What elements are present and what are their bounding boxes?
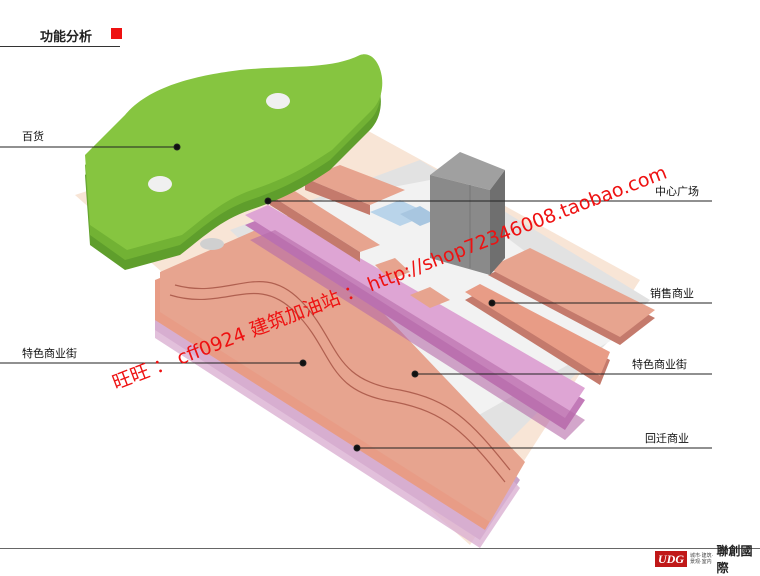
label-department-store: 百货 — [22, 130, 44, 143]
label-relocation-commercial: 回迁商业 — [645, 432, 689, 445]
footer-rule — [0, 548, 760, 549]
feature-street-strip — [245, 205, 585, 440]
title-marker — [111, 28, 122, 39]
gray-tower — [430, 152, 505, 275]
label-sales-commercial: 销售商业 — [650, 287, 694, 300]
page-title: 功能分析 — [40, 30, 93, 45]
feature-street-right-block — [465, 284, 610, 385]
sales-commercial-block — [488, 248, 655, 345]
relocation-commercial-block — [155, 215, 525, 548]
logo-tagline: 城市·建筑·景观·室内 — [690, 553, 714, 565]
label-central-plaza: 中心广场 — [655, 185, 699, 198]
leader-lines — [0, 143, 712, 452]
label-feature-street-left: 特色商业街 — [22, 347, 77, 360]
logo-mark: UDG — [655, 551, 687, 567]
label-feature-street-right: 特色商业街 — [632, 358, 687, 371]
logo-name: 聯創國際 — [716, 544, 753, 575]
company-logo: UDG 城市·建筑·景观·室内 聯創國際 — [655, 544, 760, 575]
central-plaza-blocks — [270, 165, 450, 308]
department-store-block — [85, 54, 383, 270]
title-rule — [0, 46, 120, 47]
